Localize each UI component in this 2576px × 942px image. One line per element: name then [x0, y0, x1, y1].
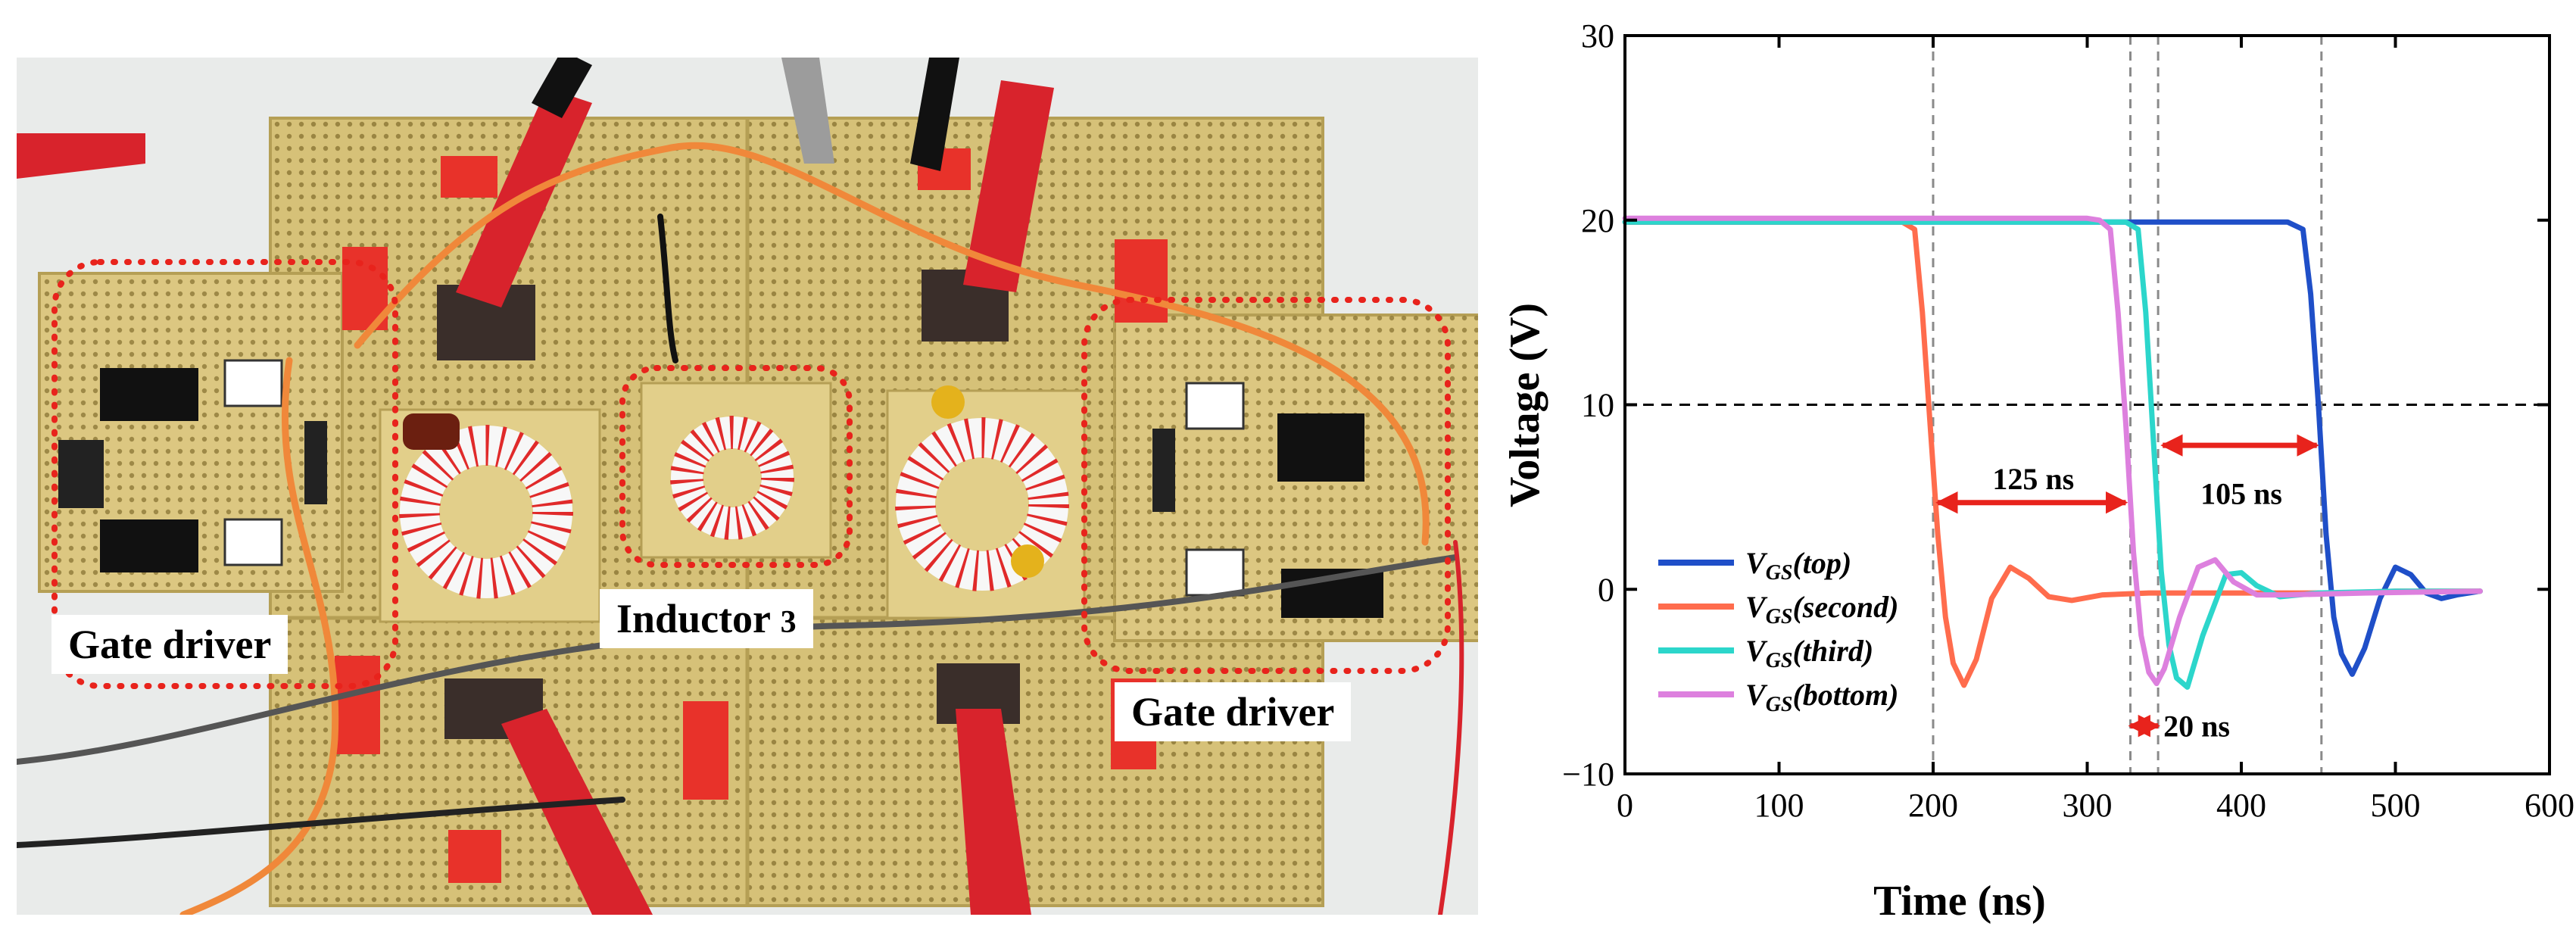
y-tick-label-3: 20	[1581, 202, 1614, 239]
toroid-inductor-2	[895, 385, 1069, 591]
highlight-outlines	[51, 259, 1451, 689]
inductor-label-text: Inductor	[616, 596, 771, 641]
y-tick-label-4: 30	[1581, 17, 1614, 55]
legend-label-0: VGS(top)	[1745, 546, 1851, 585]
inductor-label: Inductor 3	[600, 589, 813, 649]
reference-lines	[1625, 36, 2549, 774]
y-tick-label-2: 10	[1581, 387, 1614, 424]
legend-label-2: VGS(third)	[1745, 634, 1873, 672]
x-tick-label-5: 500	[2371, 787, 2421, 824]
x-tick-label-3: 300	[2063, 787, 2113, 824]
gate-driver-label-left: Gate driver	[51, 615, 288, 675]
x-tick-label-0: 0	[1617, 787, 1633, 824]
series-lines	[1622, 215, 2483, 690]
legend-label-1: VGS(second)	[1745, 590, 1898, 629]
x-axis-label: Time (ns)	[1873, 878, 2046, 925]
series-line-3	[1622, 215, 2483, 687]
annotation-label-1: 105 ns	[2200, 477, 2282, 511]
y-axis-label: Voltage (V)	[1502, 303, 1548, 507]
legend-label-3: VGS(bottom)	[1745, 678, 1898, 716]
x-tick-label-2: 200	[1908, 787, 1958, 824]
x-tick-label-6: 600	[2525, 787, 2574, 824]
annotation-label-0: 125 ns	[1992, 462, 2074, 496]
inductor-number: 3	[780, 605, 797, 640]
x-tick-label-1: 100	[1754, 787, 1804, 824]
toroid-inductor-1	[399, 413, 573, 599]
annotations: 125 ns 105 ns 20 ns	[1935, 434, 2319, 744]
toroid-inductor-3	[670, 416, 794, 540]
y-tick-label-0: −10	[1562, 756, 1614, 793]
series-line-1	[1622, 219, 2483, 688]
series-line-0	[1622, 219, 2483, 677]
annotation-label-2: 20 ns	[2163, 710, 2230, 744]
hardware-photo: Gate driver Inductor 3 Gate driver	[17, 58, 1478, 915]
y-tick-label-1: 0	[1598, 571, 1614, 608]
x-tick-label-4: 400	[2216, 787, 2266, 824]
legend: VGS(top) VGS(second) VGS(third) VGS(bottom)	[1658, 546, 1898, 716]
pcb-photo-illustration	[17, 58, 1478, 915]
gate-driver-label-right: Gate driver	[1115, 682, 1352, 742]
gate-driver-board-left	[38, 272, 344, 593]
